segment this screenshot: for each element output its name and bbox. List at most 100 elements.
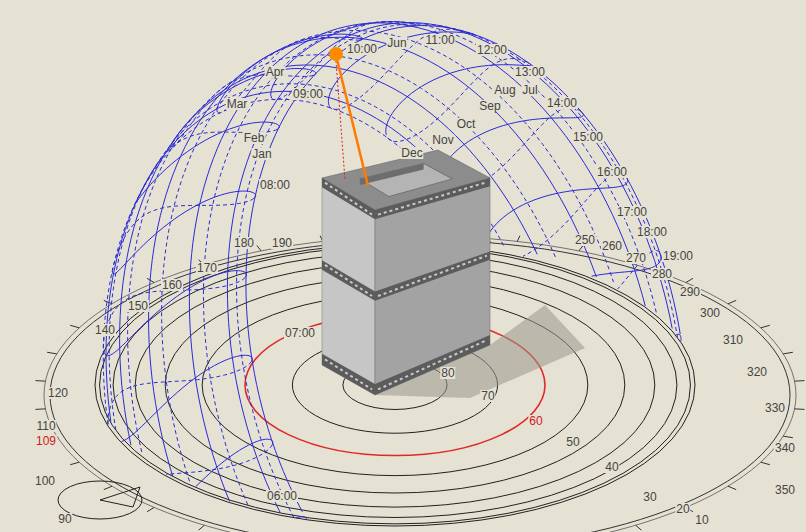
altitude-ring	[95, 244, 695, 526]
month-path	[106, 91, 491, 421]
azimuth-label: 250	[574, 234, 596, 246]
roof-courtyard	[360, 164, 452, 197]
month-path	[203, 22, 656, 505]
time-label: 09:00	[292, 88, 324, 100]
altitude-label: 50	[565, 436, 580, 448]
window-band	[375, 251, 490, 300]
hour-line	[171, 69, 316, 149]
azimuth-tick	[761, 462, 770, 465]
window-band	[375, 335, 490, 395]
window-row	[325, 265, 372, 296]
hour-line	[166, 445, 272, 475]
hour-line	[328, 32, 474, 106]
hour-line	[136, 129, 278, 202]
azimuth-tick	[70, 462, 79, 465]
azimuth-tick	[761, 325, 770, 328]
azimuth-label: 190	[271, 237, 293, 249]
azimuth-label: 150	[127, 300, 149, 312]
altitude-label: 70	[480, 390, 495, 402]
azimuth-tick	[636, 525, 642, 530]
time-label: 12:00	[476, 44, 508, 56]
azimuth-ring	[50, 240, 790, 532]
altitude-label: 30	[642, 491, 657, 503]
azimuth-label: 120	[47, 387, 69, 399]
hour-line	[103, 277, 245, 350]
azimuth-tick	[199, 525, 205, 530]
azimuth-label: 340	[774, 442, 796, 454]
azimuth-tick	[70, 325, 79, 328]
azimuth-tick	[257, 245, 261, 250]
azimuth-tick	[783, 352, 793, 354]
hour-line	[680, 335, 682, 341]
month-label: Apr	[265, 66, 286, 78]
time-label: 06:00	[266, 490, 298, 502]
azimuth-tick	[147, 507, 154, 511]
hour-line	[104, 271, 247, 356]
hour-line	[112, 198, 254, 271]
azimuth-label: 90	[57, 513, 72, 525]
azimuth-label: 10	[694, 514, 709, 526]
hour-line	[218, 37, 360, 113]
hour-line	[135, 122, 279, 203]
hour-line	[108, 361, 251, 424]
azimuth-label: 100	[34, 475, 56, 487]
month-label: Dec	[400, 147, 423, 159]
azimuth-tick	[795, 380, 805, 382]
month-label: Sep	[478, 100, 501, 112]
time-label: 16:00	[596, 166, 628, 178]
hour-line	[196, 439, 273, 486]
month-label: Oct	[456, 118, 477, 130]
window-band	[322, 260, 375, 300]
hour-line	[112, 191, 255, 274]
time-label: 15:00	[572, 131, 604, 143]
time-label: 17:00	[616, 206, 648, 218]
time-label: 14:00	[546, 97, 578, 109]
roof-courtyard	[360, 164, 424, 185]
sun-marker	[329, 47, 343, 61]
azimuth-label: 160	[161, 279, 183, 291]
azimuth-tick	[783, 436, 793, 438]
window-row	[325, 359, 372, 389]
azimuth-label: 110	[35, 420, 56, 432]
month-path	[128, 55, 556, 452]
sun-vertical	[336, 61, 345, 180]
azimuth-label: 330	[764, 402, 786, 414]
azimuth-label: 350	[774, 484, 796, 496]
azimuth-ring	[44, 236, 796, 532]
time-label: 10:00	[346, 43, 378, 55]
window-row	[378, 182, 487, 214]
month-label: Jul	[521, 84, 538, 96]
time-label: 19:00	[662, 250, 694, 262]
azimuth-label: 280	[651, 268, 673, 280]
month-path	[246, 26, 680, 512]
azimuth-tick	[728, 486, 736, 489]
month-path	[149, 37, 597, 476]
azimuth-tick	[104, 300, 112, 303]
azimuth-label: 300	[699, 307, 721, 319]
altitude-label: 80	[440, 367, 455, 379]
sun-ray	[336, 55, 368, 186]
altitude-label: 60	[528, 415, 543, 427]
month-label: Jan	[251, 148, 272, 160]
azimuth-tick	[579, 245, 583, 250]
month-label: Mar	[226, 98, 249, 110]
azimuth-label: 320	[746, 366, 768, 378]
altitude-label: 40	[604, 461, 619, 473]
month-path	[109, 84, 504, 430]
time-label: 08:00	[259, 179, 291, 191]
azimuth-label: 170	[196, 262, 218, 274]
hour-line	[676, 334, 680, 335]
month-path	[237, 24, 678, 518]
window-band	[375, 178, 490, 219]
hour-line	[122, 355, 253, 441]
azimuth-label: 310	[722, 334, 744, 346]
altitude-ring	[100, 246, 691, 524]
azimuth-label: 260	[601, 240, 623, 252]
month-path	[162, 31, 614, 482]
month-label: Aug	[493, 84, 516, 96]
month-path	[227, 23, 672, 513]
building	[322, 150, 490, 395]
month-path	[120, 65, 538, 445]
